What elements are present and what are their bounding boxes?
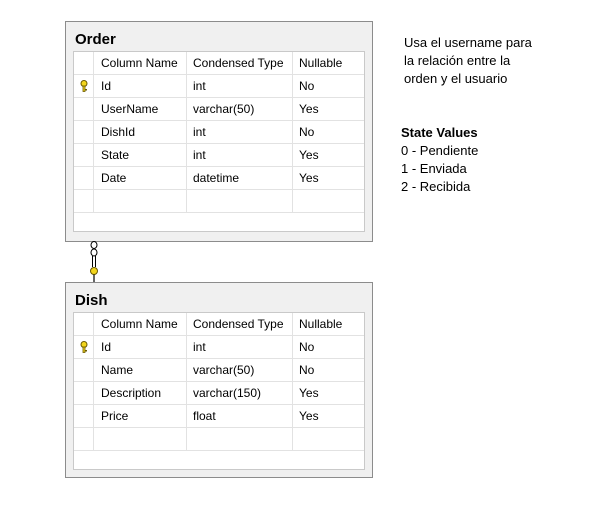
- row-selector: [74, 428, 94, 450]
- nullable-cell[interactable]: [293, 428, 352, 450]
- condensed-type-cell[interactable]: varchar(50): [187, 359, 293, 381]
- state-value-item: 2 - Recibida: [401, 179, 471, 194]
- nullable-cell[interactable]: No: [299, 79, 315, 93]
- table-row[interactable]: Date datetime Yes: [74, 167, 364, 190]
- condensed-type-cell[interactable]: int: [187, 75, 293, 97]
- condensed-type-cell[interactable]: int: [187, 121, 293, 143]
- state-values-note[interactable]: State Values 0 - Pendiente 1 - Enviada 2…: [401, 124, 561, 196]
- dish-table[interactable]: Dish Column Name Condensed Type Nullable…: [65, 282, 373, 478]
- condensed-type-cell[interactable]: varchar(50): [187, 98, 293, 120]
- table-row[interactable]: Id int No: [74, 336, 364, 359]
- table-title: Dish: [75, 292, 108, 309]
- row-selector: [74, 405, 94, 427]
- condensed-type-cell[interactable]: int: [187, 336, 293, 358]
- annotation-note[interactable]: Usa el username para la relación entre l…: [404, 34, 564, 88]
- row-selector: [74, 190, 94, 212]
- nullable-cell[interactable]: Yes: [299, 148, 319, 162]
- row-selector: [74, 167, 94, 189]
- note-line: la relación entre la: [404, 53, 511, 68]
- grid-header-row: Column Name Condensed Type Nullable: [74, 313, 364, 336]
- state-value-item: 0 - Pendiente: [401, 143, 479, 158]
- nullable-cell[interactable]: No: [299, 363, 315, 377]
- column-name-cell[interactable]: State: [94, 144, 187, 166]
- grid-header-row: Column Name Condensed Type Nullable: [74, 52, 364, 75]
- state-value-item: 1 - Enviada: [401, 161, 467, 176]
- relationship-end-icon: [90, 241, 98, 249]
- column-name-cell[interactable]: UserName: [94, 98, 187, 120]
- table-row[interactable]: Id int No: [74, 75, 364, 98]
- table-row[interactable]: Price float Yes: [74, 405, 364, 428]
- header-condensed-type: Condensed Type: [187, 313, 293, 335]
- relationship-line[interactable]: [84, 240, 104, 284]
- table-row[interactable]: DishId int No: [74, 121, 364, 144]
- row-selector: [74, 75, 94, 97]
- condensed-type-cell[interactable]: varchar(150): [187, 382, 293, 404]
- table-row[interactable]: Description varchar(150) Yes: [74, 382, 364, 405]
- column-grid: Column Name Condensed Type Nullable Id i…: [73, 312, 365, 470]
- table-row[interactable]: UserName varchar(50) Yes: [74, 98, 364, 121]
- row-selector-header: [74, 313, 94, 335]
- empty-new-row[interactable]: [74, 428, 364, 451]
- column-name-cell[interactable]: Id: [94, 336, 187, 358]
- column-grid: Column Name Condensed Type Nullable Id i…: [73, 51, 365, 232]
- header-column-name: Column Name: [94, 52, 187, 74]
- condensed-type-cell[interactable]: [187, 428, 293, 450]
- state-values-title: State Values: [401, 125, 478, 140]
- condensed-type-cell[interactable]: datetime: [187, 167, 293, 189]
- primary-key-icon: [80, 80, 87, 92]
- table-row[interactable]: State int Yes: [74, 144, 364, 167]
- header-condensed-type: Condensed Type: [187, 52, 293, 74]
- column-name-cell[interactable]: Price: [94, 405, 187, 427]
- column-name-cell[interactable]: DishId: [94, 121, 187, 143]
- column-name-cell[interactable]: Name: [94, 359, 187, 381]
- note-line: orden y el usuario: [404, 71, 508, 86]
- condensed-type-cell[interactable]: float: [187, 405, 293, 427]
- column-name-cell[interactable]: [94, 428, 187, 450]
- order-table[interactable]: Order Column Name Condensed Type Nullabl…: [65, 21, 373, 242]
- column-name-cell[interactable]: Id: [94, 75, 187, 97]
- header-nullable: Nullable: [299, 317, 343, 331]
- header-column-name: Column Name: [94, 313, 187, 335]
- condensed-type-cell[interactable]: [187, 190, 293, 212]
- row-selector: [74, 121, 94, 143]
- nullable-cell[interactable]: No: [299, 125, 315, 139]
- column-name-cell[interactable]: [94, 190, 187, 212]
- column-name-cell[interactable]: Date: [94, 167, 187, 189]
- empty-new-row[interactable]: [74, 190, 364, 213]
- header-nullable: Nullable: [299, 56, 343, 70]
- primary-key-icon: [80, 341, 87, 353]
- row-selector: [74, 336, 94, 358]
- nullable-cell[interactable]: [293, 190, 352, 212]
- nullable-cell[interactable]: Yes: [299, 409, 319, 423]
- relationship-end-icon: [90, 248, 98, 257]
- table-title: Order: [75, 31, 116, 48]
- row-selector-header: [74, 52, 94, 74]
- row-selector: [74, 144, 94, 166]
- note-line: Usa el username para: [404, 35, 532, 50]
- condensed-type-cell[interactable]: int: [187, 144, 293, 166]
- nullable-cell[interactable]: Yes: [299, 171, 319, 185]
- nullable-cell[interactable]: No: [299, 340, 315, 354]
- primary-key-end-icon: [90, 267, 98, 275]
- table-row[interactable]: Name varchar(50) No: [74, 359, 364, 382]
- column-name-cell[interactable]: Description: [94, 382, 187, 404]
- nullable-cell[interactable]: Yes: [299, 102, 319, 116]
- row-selector: [74, 382, 94, 404]
- row-selector: [74, 98, 94, 120]
- nullable-cell[interactable]: Yes: [299, 386, 319, 400]
- row-selector: [74, 359, 94, 381]
